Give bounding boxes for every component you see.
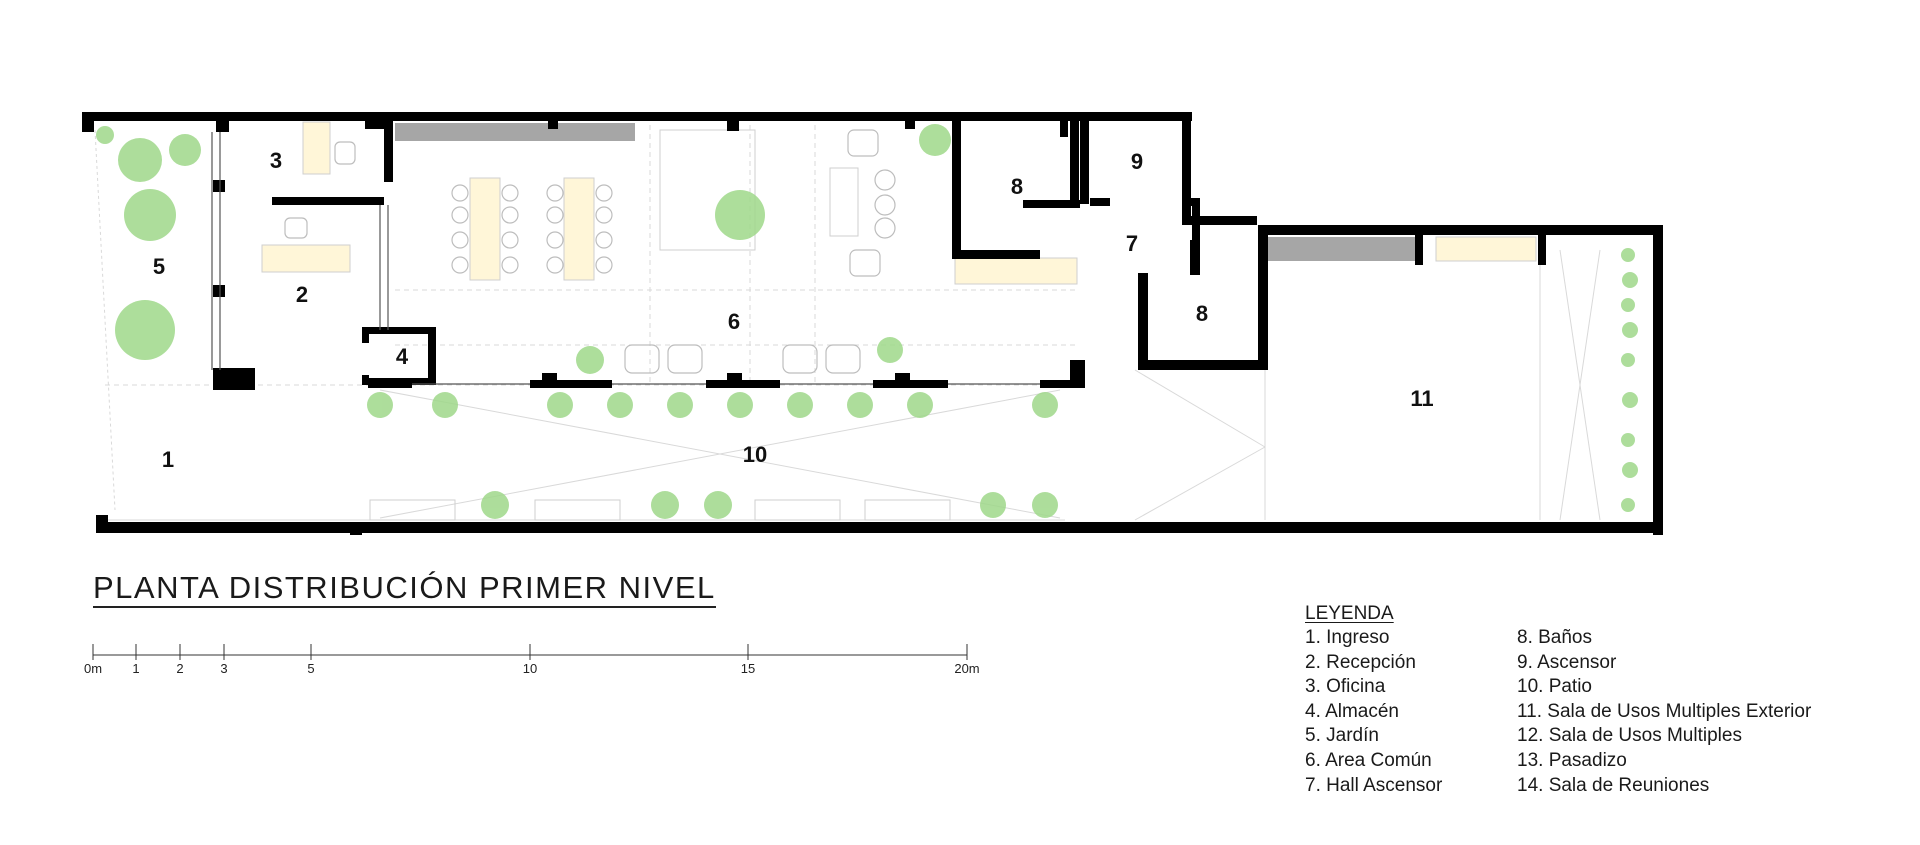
legend-column-2: 8. Baños 9. Ascensor 10. Patio 11. Sala … [1517,626,1811,798]
room-label-7: 7 [1126,231,1138,256]
scale-tick-10: 10 [523,661,537,676]
legend-item: 14. Sala de Reuniones [1517,774,1710,796]
legend-item: 1. Ingreso [1305,627,1390,648]
planter-3 [754,499,841,521]
legend-item: 10. Patio [1517,676,1592,698]
room-label-10: 10 [743,442,767,467]
planter-1 [369,499,456,521]
plants [96,124,1638,519]
scale-tick-15: 15 [741,661,755,676]
chairs [284,129,896,374]
legend-item: 3. Oficina [1305,676,1386,698]
legend-item: 9. Ascensor [1517,651,1617,673]
room-label-6: 6 [728,309,740,334]
window-frames [211,132,1040,385]
legend-item: 12. Sala de Usos Multiples [1517,725,1742,747]
sofa [829,167,859,237]
room-labels: 1 2 3 4 5 6 7 8 8 9 10 11 [153,148,1434,472]
reception-desk [261,244,351,273]
room-label-8a: 8 [1011,174,1023,199]
stairs [659,129,756,251]
legend-item: 11. Sala de Usos Multiples Exterior [1517,700,1812,722]
scale-tick-0m: 0m [84,661,102,676]
glazing [395,123,1418,261]
scale-tick-1: 1 [132,661,139,676]
legend-item: 6. Area Común [1305,749,1432,771]
scale-tick-5: 5 [307,661,314,676]
planter-2 [534,499,621,521]
legend: LEYENDA 1. Ingreso 2. Recepción 3. Ofici… [1305,602,1811,796]
room-label-4: 4 [396,344,409,369]
office-desk [302,121,331,175]
room-label-9: 9 [1131,149,1143,174]
scale-bar: 0m 1 2 3 5 10 15 20m [84,644,980,676]
room-label-8b: 8 [1196,301,1208,326]
room-label-2: 2 [296,282,308,307]
legend-item: 7. Hall Ascensor [1305,774,1443,796]
furniture [261,121,1537,521]
legend-title: LEYENDA [1305,603,1394,624]
table-1 [469,177,501,281]
legend-item: 5. Jardín [1305,725,1379,747]
scale-tick-20m: 20m [954,661,979,676]
room-label-5: 5 [153,254,165,279]
legend-item: 8. Baños [1517,627,1592,648]
reference-lines [94,125,1601,521]
room-label-11: 11 [1410,386,1433,411]
meeting-bar [1435,236,1537,262]
scale-tick-2: 2 [176,661,183,676]
plan-title: PLANTA DISTRIBUCIÓN PRIMER NIVEL [93,571,716,608]
room-label-1: 1 [162,447,174,472]
legend-item: 4. Almacén [1305,700,1399,722]
legend-item: 13. Pasadizo [1517,749,1627,771]
scale-tick-3: 3 [220,661,227,676]
legend-item: 2. Recepción [1305,651,1416,673]
walls [82,112,1663,535]
counter [954,257,1078,285]
planter-4 [864,499,951,521]
legend-column-1: 1. Ingreso 2. Recepción 3. Oficina 4. Al… [1305,626,1442,798]
table-2 [563,177,595,281]
room-label-3: 3 [270,148,282,173]
